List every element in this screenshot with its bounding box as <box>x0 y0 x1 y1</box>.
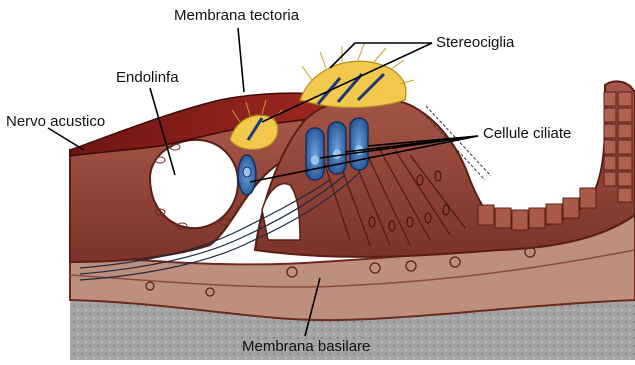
label-nervo-acustico: Nervo acustico <box>6 114 105 129</box>
label-stereociglia: Stereociglia <box>436 35 514 50</box>
outer-hair-cells <box>306 118 368 180</box>
leader-nervo-acustico <box>48 128 84 150</box>
label-endolinfa: Endolinfa <box>116 70 179 85</box>
leader-membrana-tectoria <box>238 28 244 92</box>
inner-hair-cell <box>238 155 256 195</box>
endolymph-cavity <box>150 140 238 228</box>
label-cellule-ciliate: Cellule ciliate <box>483 126 571 141</box>
label-membrana-basilare: Membrana basilare <box>242 339 370 354</box>
right-epithelial-column <box>604 92 632 202</box>
label-membrana-tectoria: Membrana tectoria <box>174 8 299 23</box>
